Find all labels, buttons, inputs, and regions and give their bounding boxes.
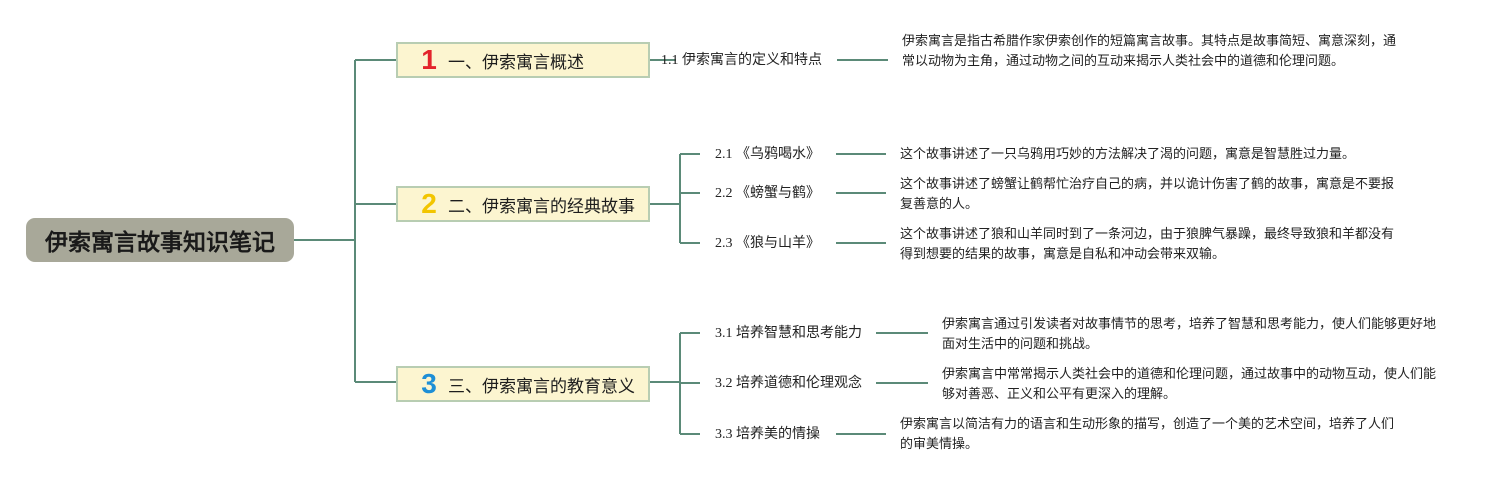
main-topic-1[interactable]: 1 一、伊索寓言概述 [396, 42, 650, 78]
main-topic-2[interactable]: 2 二、伊索寓言的经典故事 [396, 186, 650, 222]
main-topic-1-label: 一、伊索寓言概述 [448, 52, 584, 73]
note-3-2: 伊索寓言中常常揭示人类社会中的道德和伦理问题，通过故事中的动物互动，使人们能够对… [942, 367, 1437, 402]
main-topic-3-label: 三、伊索寓言的教育意义 [448, 376, 635, 397]
subtopic-2-2[interactable]: 2.2 《螃蟹与鹤》 [715, 186, 820, 201]
subtopic-2-3[interactable]: 2.3 《狼与山羊》 [715, 236, 820, 251]
note-3-3: 伊索寓言以简洁有力的语言和生动形象的描写，创造了一个美的艺术空间，培养了人们的审… [900, 417, 1395, 452]
subtopic-3-3[interactable]: 3.3 培养美的情操 [715, 427, 820, 442]
root-title: 伊索寓言故事知识笔记 [45, 230, 275, 256]
subtopic-3-2[interactable]: 3.2 培养道德和伦理观念 [715, 376, 862, 391]
note-2-1: 这个故事讲述了一只乌鸦用巧妙的方法解决了渴的问题，寓意是智慧胜过力量。 [900, 147, 1356, 162]
number-1-icon: 1 [421, 44, 437, 75]
number-3-icon: 3 [421, 368, 437, 399]
subtopic-3-1[interactable]: 3.1 培养智慧和思考能力 [715, 326, 862, 341]
main-topic-3[interactable]: 3 三、伊索寓言的教育意义 [396, 366, 650, 402]
note-1-1: 伊索寓言是指古希腊作家伊索创作的短篇寓言故事。其特点是故事简短、寓意深刻，通常以… [902, 34, 1397, 69]
note-3-1: 伊索寓言通过引发读者对故事情节的思考，培养了智慧和思考能力，使人们能够更好地面对… [942, 317, 1437, 352]
subtopic-1-1[interactable]: 1.1 伊索寓言的定义和特点 [661, 53, 822, 68]
main-topic-2-label: 二、伊索寓言的经典故事 [448, 196, 635, 217]
root-topic[interactable]: 伊索寓言故事知识笔记 [26, 218, 294, 262]
note-2-3: 这个故事讲述了狼和山羊同时到了一条河边，由于狼脾气暴躁，最终导致狼和羊都没有得到… [900, 227, 1395, 262]
note-2-2: 这个故事讲述了螃蟹让鹤帮忙治疗自己的病，并以诡计伤害了鹤的故事，寓意是不要报复善… [900, 177, 1395, 212]
number-2-icon: 2 [421, 188, 437, 219]
subtopic-2-1[interactable]: 2.1 《乌鸦喝水》 [715, 147, 820, 162]
